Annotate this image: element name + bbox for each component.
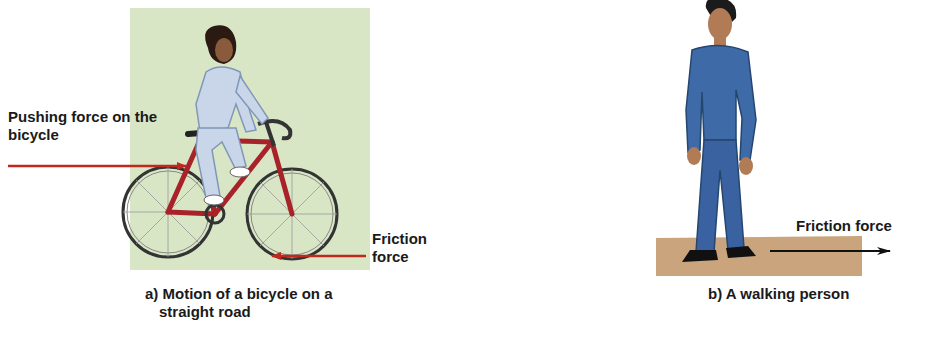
caption: b) A walking person [708,285,908,303]
force-label: Friction force [796,217,922,235]
bicycle [123,121,337,259]
walking-person [682,0,756,262]
caption: a) Motion of a bicycle on a straight roa… [145,285,389,321]
cyclist [196,25,268,205]
force-label: Friction force [372,230,462,266]
force-arrow [8,165,186,168]
ground [656,236,862,276]
force-label: Pushing force on the bicycle [8,108,158,144]
force-arrow [770,250,890,252]
force-arrow [272,255,366,258]
panel-ground [130,8,370,270]
